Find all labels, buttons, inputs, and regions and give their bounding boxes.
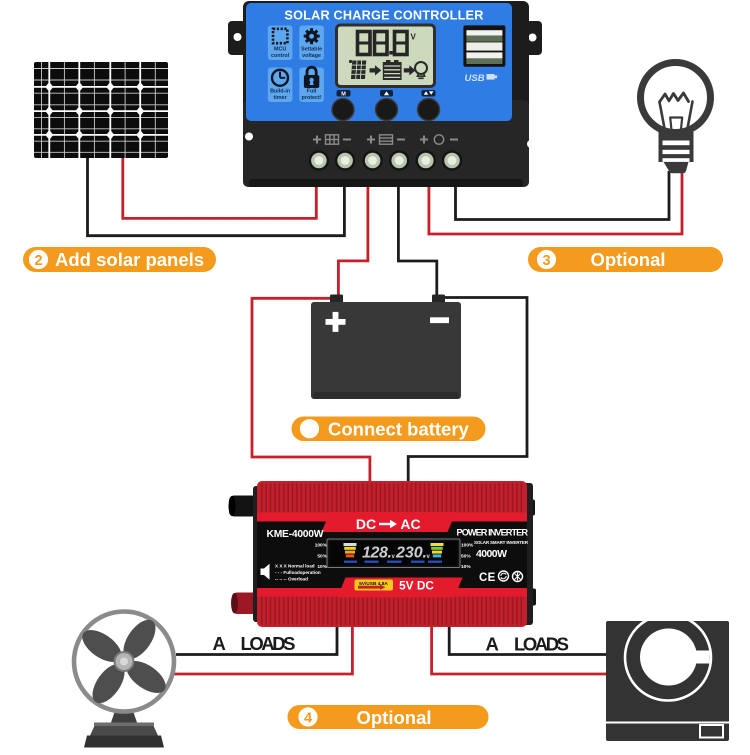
svg-text:KME-4000W: KME-4000W	[267, 529, 324, 540]
svg-text:Build-in: Build-in	[270, 89, 290, 95]
svg-text:AC: AC	[400, 516, 420, 532]
svg-text:LOADS: LOADS	[241, 633, 296, 654]
svg-text:A: A	[213, 633, 226, 654]
svg-text:Full: Full	[307, 89, 317, 95]
svg-text:v: v	[392, 554, 396, 560]
svg-text:10%: 10%	[461, 564, 471, 570]
svg-text:protect!: protect!	[302, 95, 322, 101]
svg-text:A: A	[486, 634, 499, 655]
svg-text:voltage: voltage	[302, 53, 321, 59]
svg-text:MCU: MCU	[274, 47, 286, 53]
svg-text:SOLAR SMART INVERTER: SOLAR SMART INVERTER	[474, 540, 529, 545]
svg-text:2: 2	[34, 253, 42, 269]
svg-text:100%: 100%	[315, 543, 328, 549]
svg-text:5V/USB 4.8A: 5V/USB 4.8A	[359, 581, 388, 587]
svg-text:4000W: 4000W	[476, 548, 507, 560]
svg-text:50%: 50%	[461, 554, 471, 560]
svg-text:100%: 100%	[461, 543, 474, 549]
svg-text:50%: 50%	[317, 554, 327, 560]
svg-text:USB: USB	[465, 73, 485, 84]
svg-text:M: M	[341, 91, 346, 97]
svg-text:3: 3	[542, 253, 550, 269]
svg-text:Settable: Settable	[301, 47, 322, 53]
svg-text:CE: CE	[479, 572, 496, 584]
svg-text:v: v	[427, 554, 431, 560]
svg-text:LOADS: LOADS	[514, 634, 569, 655]
svg-text:timer: timer	[274, 95, 288, 101]
svg-text:230.: 230.	[395, 545, 427, 562]
svg-text:X X X Normal load: X X X Normal load	[275, 564, 315, 569]
svg-text:Optional: Optional	[590, 249, 665, 270]
svg-text:- - - Fulloadoperation: - - - Fulloadoperation	[275, 570, 321, 575]
svg-text:5V DC: 5V DC	[399, 579, 434, 593]
svg-text:10%: 10%	[317, 564, 327, 570]
svg-text:-- -- -- Overload: -- -- -- Overload	[275, 577, 308, 582]
svg-text:SOLAR CHARGE CONTROLLER: SOLAR CHARGE CONTROLLER	[284, 9, 483, 23]
svg-text:Connect battery: Connect battery	[328, 419, 470, 440]
svg-text:POWER INVERTER: POWER INVERTER	[457, 528, 529, 538]
svg-text:128.: 128.	[362, 545, 392, 562]
svg-text:DC: DC	[356, 516, 376, 532]
svg-text:Optional: Optional	[356, 707, 431, 728]
svg-text:Add solar panels: Add solar panels	[55, 249, 204, 270]
svg-text:control: control	[271, 53, 290, 59]
svg-text:4: 4	[304, 710, 312, 726]
svg-text:V: V	[411, 33, 417, 42]
